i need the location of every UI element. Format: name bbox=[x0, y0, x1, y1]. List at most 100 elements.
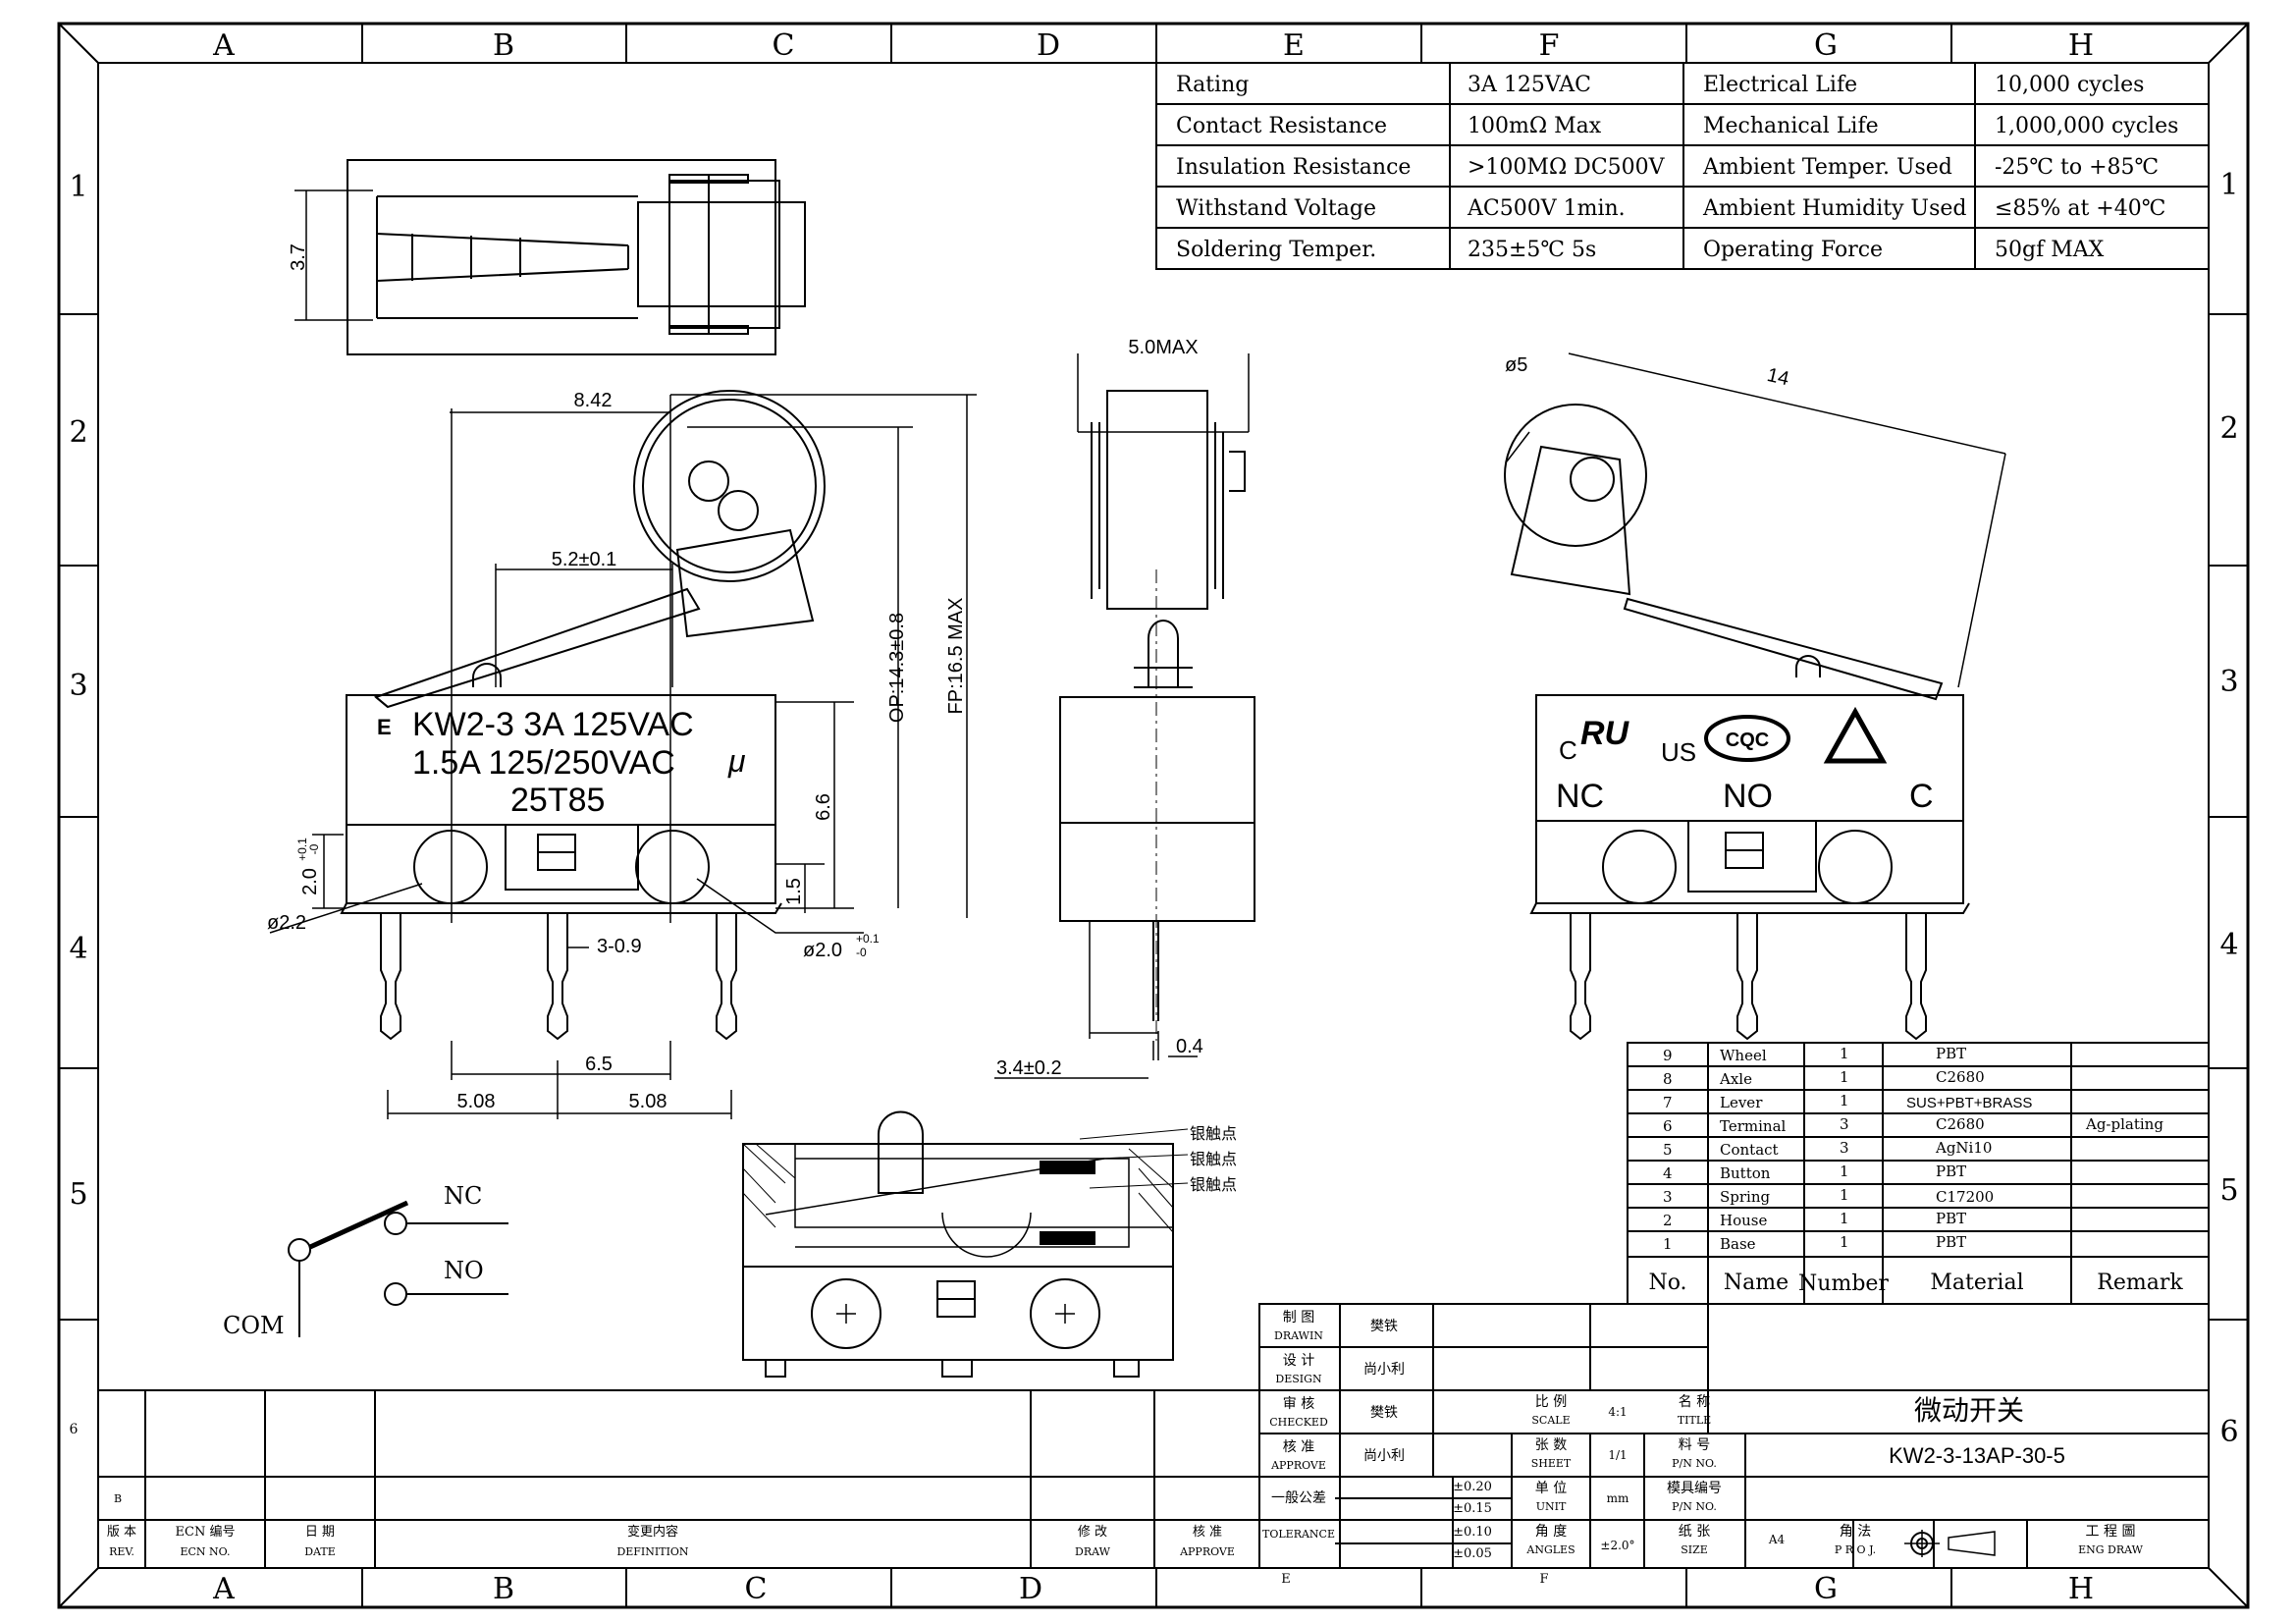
bom-header-material: Material bbox=[1930, 1271, 2023, 1295]
tb-design-en: DESIGN bbox=[1275, 1373, 1322, 1385]
tb-title-value: 微动开关 bbox=[1914, 1394, 2024, 1427]
tb-angles-label: 角 度 bbox=[1535, 1524, 1567, 1540]
zone-top-a: A bbox=[212, 28, 235, 63]
bom-r1-qty: 1 bbox=[1840, 1233, 1849, 1251]
switch-schematic: NC NO COM bbox=[223, 1182, 508, 1339]
rev-approve-label: 核 准 bbox=[1193, 1525, 1222, 1540]
dim-1-5: 1.5 bbox=[783, 878, 805, 905]
section-label-contact-3: 银触点 bbox=[1190, 1175, 1237, 1194]
bom-r5-qty: 3 bbox=[1840, 1139, 1849, 1157]
spec-r3-c1: Insulation Resistance bbox=[1176, 155, 1411, 180]
zone-bottom-g: G bbox=[1814, 1572, 1838, 1606]
tb-sheet-label: 张 数 bbox=[1535, 1437, 1567, 1453]
zone-bottom-a: A bbox=[212, 1572, 235, 1606]
bom-header-number: Number bbox=[1798, 1271, 1889, 1296]
section-label-contact-2: 银触点 bbox=[1190, 1150, 1237, 1168]
tb-title-label: 名 称 bbox=[1679, 1394, 1710, 1410]
tb-tolerance-label: 一般公差 bbox=[1271, 1490, 1326, 1506]
bom-r9-mat: PBT bbox=[1936, 1045, 1966, 1062]
dim-phi-2-0-tol-minus: -0 bbox=[856, 946, 867, 959]
tb-scale-en: SCALE bbox=[1531, 1414, 1570, 1427]
spec-r5-c1: Soldering Temper. bbox=[1176, 238, 1376, 262]
tb-tol-1: ±0.20 bbox=[1453, 1480, 1492, 1494]
tb-scale-label: 比 例 bbox=[1535, 1394, 1567, 1410]
body-marking-mu: μ bbox=[727, 743, 746, 779]
bom-r4-qty: 1 bbox=[1840, 1163, 1849, 1180]
tb-angles-value: ±2.0° bbox=[1600, 1539, 1634, 1552]
tb-mold-label: 模具编号 bbox=[1667, 1481, 1722, 1496]
spec-r2-c1: Contact Resistance bbox=[1176, 114, 1387, 138]
tb-checked-name: 樊铁 bbox=[1370, 1405, 1398, 1421]
zone-right-6: 6 bbox=[2219, 1415, 2238, 1449]
bom-header-name: Name bbox=[1724, 1271, 1789, 1295]
spec-r1-c2: 3A 125VAC bbox=[1468, 73, 1591, 97]
body-marking-line2: 1.5A 125/250VAC bbox=[412, 744, 675, 782]
definition-label: 变更内容 bbox=[627, 1524, 678, 1540]
zone-bottom-b: B bbox=[493, 1572, 514, 1606]
zone-bottom-d: D bbox=[1019, 1572, 1042, 1606]
dim-2-0-tol-minus: -0 bbox=[307, 843, 321, 854]
tb-drawn-en: DRAWIN bbox=[1274, 1329, 1323, 1342]
dim-3-0-9: 3-0.9 bbox=[597, 936, 642, 957]
bom-r4-mat: PBT bbox=[1936, 1163, 1966, 1180]
bom-r2-mat: PBT bbox=[1936, 1210, 1966, 1227]
side-view: 5.0MAX 3.4±0.2 0.4 bbox=[994, 337, 1255, 1079]
bom-r4-name: Button bbox=[1720, 1164, 1771, 1182]
projection-symbol-icon bbox=[1904, 1530, 1996, 1557]
tb-tol-2: ±0.15 bbox=[1453, 1501, 1492, 1516]
spec-r3-c4: -25℃ to +85℃ bbox=[1995, 155, 2159, 180]
draw-en: DRAW bbox=[1075, 1545, 1111, 1558]
tb-unit-label: 单 位 bbox=[1535, 1481, 1567, 1496]
dim-phi-2-0: ø2.0 bbox=[803, 940, 842, 961]
zone-right-5: 5 bbox=[2219, 1173, 2238, 1208]
zone-left-2: 2 bbox=[69, 415, 87, 450]
zone-numbers-left: 1 2 3 4 5 6 bbox=[69, 170, 87, 1437]
tb-proj-en: P R O J. bbox=[1835, 1543, 1876, 1556]
dim-3-7: 3.7 bbox=[288, 243, 309, 271]
spec-r4-c4: ≤85% at +40℃ bbox=[1995, 196, 2165, 221]
drawing-frame bbox=[57, 22, 2250, 1609]
title-block: 制 图 DRAWIN 樊铁 设 计 DESIGN 尚小利 审 核 CHECKED… bbox=[1258, 1303, 2210, 1569]
zone-top-e: E bbox=[1283, 28, 1305, 63]
bom-r1-mat: PBT bbox=[1936, 1233, 1966, 1251]
zone-top-h: H bbox=[2068, 28, 2094, 63]
bom-r6-remark: Ag-plating bbox=[2085, 1115, 2163, 1133]
spec-r2-c3: Mechanical Life bbox=[1703, 114, 1879, 138]
dim-5-2: 5.2±0.1 bbox=[552, 549, 617, 570]
tb-approve-label: 核 准 bbox=[1283, 1439, 1314, 1455]
definition-en: DEFINITION bbox=[616, 1545, 688, 1558]
zone-letters-top: A B C D E F G H bbox=[212, 28, 2094, 63]
section-label-contact-1: 银触点 bbox=[1190, 1124, 1237, 1143]
schematic-com: COM bbox=[223, 1312, 285, 1339]
spec-r4-c3: Ambient Humidity Used bbox=[1702, 196, 1966, 221]
spec-r5-c3: Operating Force bbox=[1703, 238, 1883, 262]
dim-phi-2-2: ø2.2 bbox=[267, 912, 306, 934]
tb-eng-en: ENG DRAW bbox=[2078, 1543, 2144, 1556]
bom-r9-qty: 1 bbox=[1840, 1045, 1849, 1062]
zone-top-b: B bbox=[493, 28, 514, 63]
dim-2-0-tol-plus: +0.1 bbox=[295, 838, 309, 861]
tb-checked-label: 审 核 bbox=[1283, 1396, 1314, 1412]
zone-top-f: F bbox=[1539, 28, 1560, 63]
tb-drawn-label: 制 图 bbox=[1283, 1310, 1314, 1325]
dim-8-42: 8.42 bbox=[574, 390, 613, 411]
tb-tol-3: ±0.10 bbox=[1453, 1525, 1492, 1540]
bom-r5-no: 5 bbox=[1663, 1141, 1673, 1159]
bom-r2-no: 2 bbox=[1663, 1212, 1673, 1229]
bom-r9-no: 9 bbox=[1663, 1047, 1673, 1064]
body-marking-line3: 25T85 bbox=[510, 782, 605, 819]
spec-r4-c1: Withstand Voltage bbox=[1176, 196, 1376, 221]
zone-top-c: C bbox=[773, 28, 795, 63]
tb-scale-value: 4:1 bbox=[1608, 1405, 1627, 1419]
tb-eng-label: 工 程 圖 bbox=[2086, 1524, 2136, 1540]
tb-pn-en: P/N NO. bbox=[1672, 1457, 1717, 1470]
tb-sheet-value: 1/1 bbox=[1608, 1448, 1627, 1462]
bom-r1-no: 1 bbox=[1663, 1235, 1673, 1253]
zone-left-5: 5 bbox=[69, 1177, 87, 1212]
dim-fp: FP:16.5 MAX bbox=[945, 598, 967, 715]
dim-6-5: 6.5 bbox=[585, 1054, 613, 1075]
spec-r2-c4: 1,000,000 cycles bbox=[1995, 114, 2178, 138]
back-view: ø5 14 C RU US CQC NC NO C bbox=[1504, 352, 2006, 1041]
spec-r5-c4: 50gf MAX bbox=[1995, 238, 2105, 262]
